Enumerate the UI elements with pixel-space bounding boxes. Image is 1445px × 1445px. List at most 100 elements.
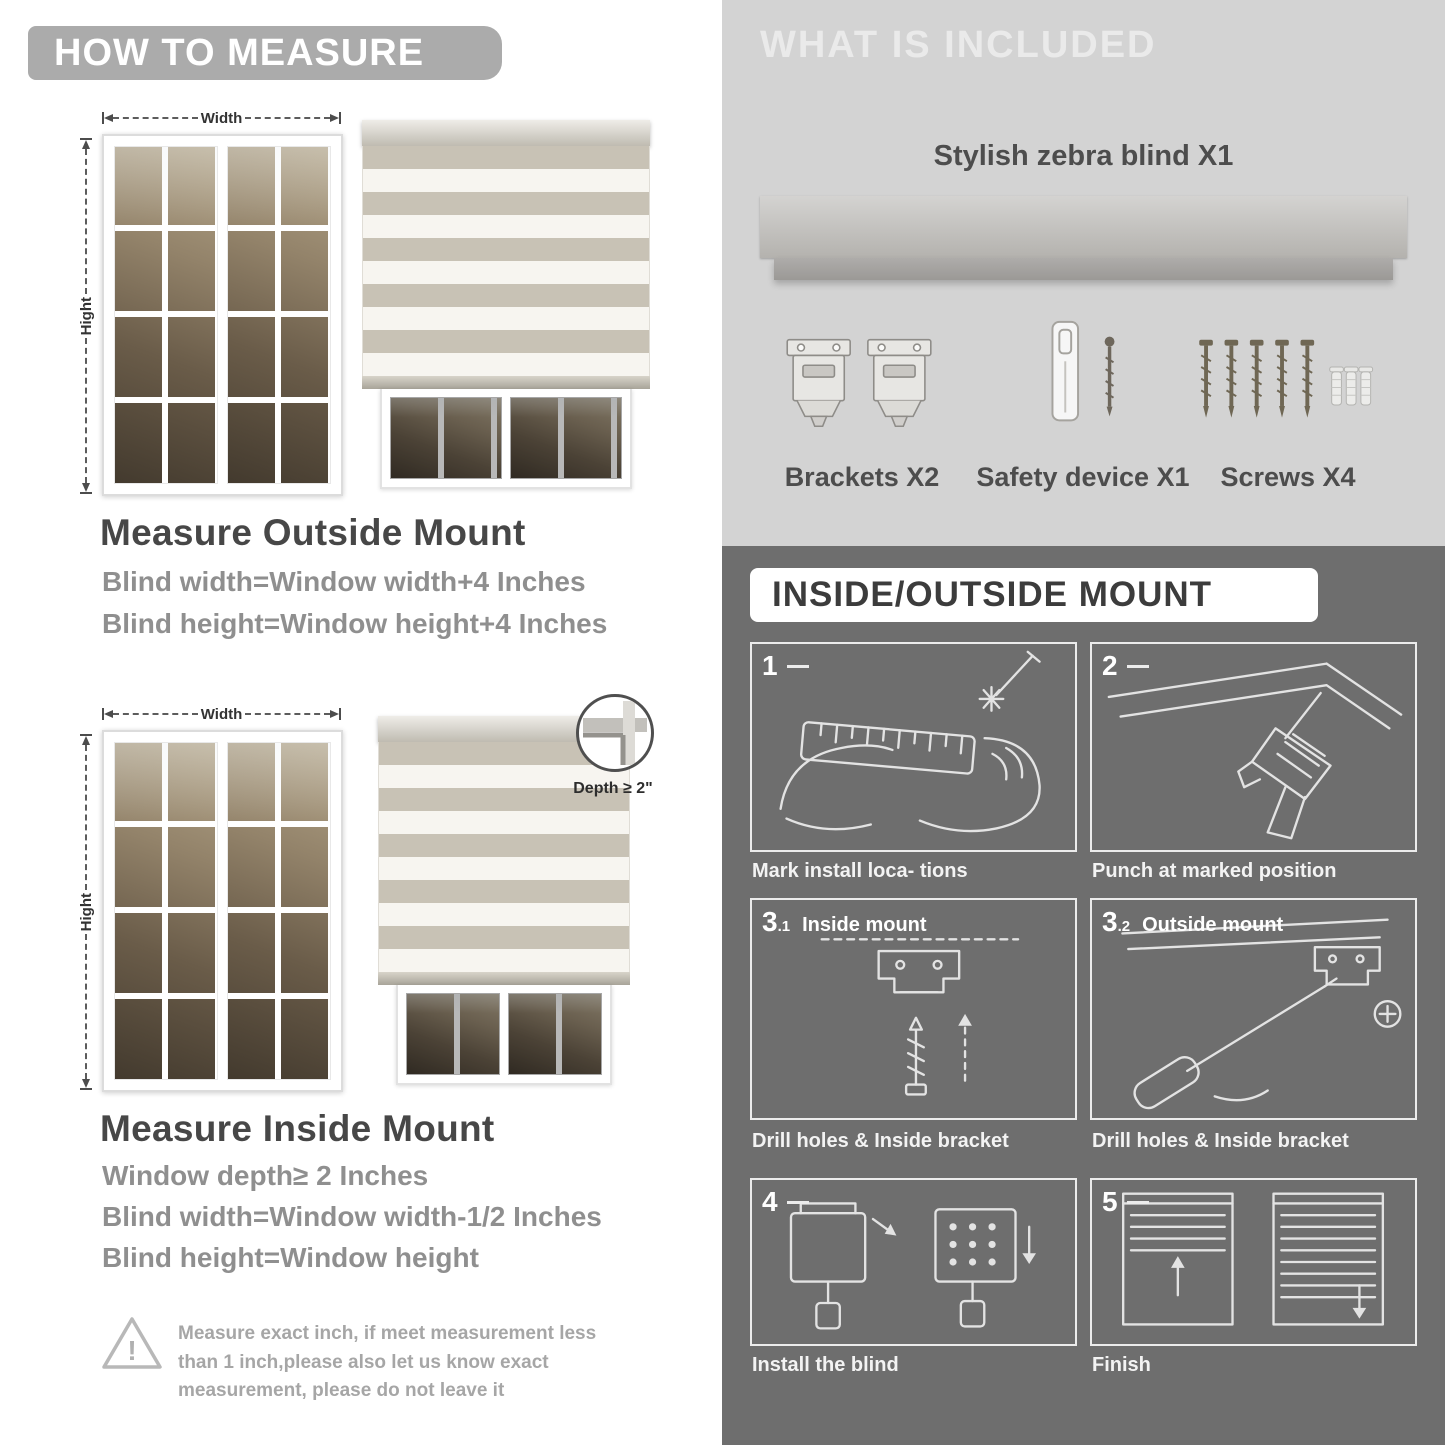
width-label: Width: [200, 109, 243, 127]
arrow-endcap: [339, 112, 342, 124]
arrow-head-left: [104, 710, 113, 718]
height-label: Hight: [77, 296, 95, 336]
product-label: Stylish zebra blind X1: [933, 140, 1234, 172]
step-panel-4: 4: [750, 1178, 1077, 1346]
height-arrow: Hight: [77, 734, 95, 1091]
dashed-line: [245, 713, 331, 715]
step-panel-2: 2: [1090, 642, 1417, 852]
outside-mount-line1: Blind width=Window width+4 Inches: [102, 566, 586, 597]
step-number: 2: [1102, 650, 1118, 681]
window-corner-closeup-icon: [583, 701, 647, 765]
included-item-label-safety: Safety device X1: [976, 462, 1190, 492]
number-dash: [1126, 1200, 1149, 1204]
step-number: 5: [1102, 1186, 1118, 1217]
dashed-line: [113, 117, 198, 119]
blind-bottom-rail: [378, 972, 630, 985]
depth-callout-circle: [576, 694, 654, 772]
height-label: Hight: [77, 892, 95, 932]
outside-mount-line2: Blind height=Window height+4 Inches: [102, 608, 608, 639]
step-number: 3: [762, 906, 778, 937]
step-head: 4: [762, 1186, 809, 1218]
dashed-line: [245, 117, 331, 119]
step-panel-1: 1: [750, 642, 1077, 852]
window-illustration-inside: Width Hight: [78, 700, 343, 1092]
number-dash: [1126, 664, 1149, 668]
how-to-measure-banner: HOW TO MEASURE: [28, 26, 502, 80]
step-number: 3: [1102, 906, 1118, 937]
window-sash: [114, 146, 218, 484]
step-number: 4: [762, 1186, 778, 1217]
included-item-label-brackets: Brackets X2: [784, 462, 940, 492]
warning-triangle-icon: !: [102, 1317, 162, 1369]
arrow-head-down: [82, 1079, 90, 1089]
arrow-head-up: [82, 736, 90, 745]
window-sash: [406, 993, 500, 1075]
included-header: WHAT IS INCLUDED: [760, 24, 1157, 66]
arrow-head-down: [82, 483, 90, 493]
outside-mount-title: Measure Outside Mount: [100, 512, 526, 553]
width-arrow: Width: [102, 706, 342, 723]
install-blind-illustration: [789, 1202, 1037, 1330]
blind-stripes: [362, 146, 650, 376]
blind-bottom-rail: [362, 376, 650, 389]
included-panel: WHAT IS INCLUDED Stylish zebra blind X1: [722, 0, 1445, 546]
dashed-line: [85, 934, 87, 1080]
arrow-endcap: [80, 138, 92, 140]
step-caption-1: Mark install loca- tions: [752, 860, 968, 882]
arrow-head-left: [104, 114, 113, 122]
step-head: 2: [1102, 650, 1149, 682]
height-arrow: Hight: [77, 138, 95, 495]
dashed-line: [113, 713, 198, 715]
number-dash: [786, 1200, 809, 1204]
inside-mount-title: Measure Inside Mount: [100, 1108, 495, 1149]
arrow-head-right: [330, 114, 340, 122]
window-under-blind: [380, 389, 632, 489]
window-frame: [102, 134, 343, 496]
arrow-endcap: [339, 708, 342, 720]
window-frame: [102, 730, 343, 1092]
arrow-endcap: [80, 492, 92, 495]
arrow-head-up: [82, 140, 90, 149]
headrail-lip: [774, 258, 1393, 280]
window-under-blind: [396, 985, 612, 1085]
window-sash: [227, 742, 331, 1080]
window-sash: [390, 397, 502, 479]
step-caption-4: Install the blind: [752, 1354, 899, 1376]
window-sash: [114, 742, 218, 1080]
width-arrow: Width: [102, 109, 342, 127]
step-caption-2: Punch at marked position: [1092, 860, 1337, 882]
step-number-sub: .1: [777, 918, 791, 935]
zebra-blind-inside-illustration: Depth ≥ 2": [378, 694, 654, 1090]
drill-illustration: [1107, 662, 1403, 840]
number-dash: [786, 664, 809, 668]
dashed-line: [85, 338, 87, 484]
step-number: 1: [762, 650, 778, 681]
dashed-line: [85, 745, 87, 890]
arrow-endcap: [102, 112, 104, 124]
arrow-endcap: [80, 1088, 92, 1091]
step-caption-3-2: Drill holes & Inside bracket: [1092, 1130, 1349, 1152]
headrail-image: [760, 196, 1407, 258]
inside-mount-line3: Blind height=Window height: [102, 1242, 479, 1273]
window-sash: [508, 993, 602, 1075]
step-head: 3 .2 Outside mount: [1102, 906, 1283, 938]
step-title: Outside mount: [1142, 914, 1284, 936]
dashed-line: [85, 149, 87, 294]
warning-exclamation: !: [127, 1335, 136, 1366]
finish-illustration: [1122, 1192, 1385, 1326]
step-caption-5: Finish: [1092, 1354, 1151, 1376]
depth-callout-label: Depth ≥ 2": [573, 780, 653, 797]
step-title: Inside mount: [802, 914, 927, 936]
window-sash: [227, 146, 331, 484]
brackets-icon: [786, 338, 932, 428]
inside-mount-line1: Window depth≥ 2 Inches: [102, 1160, 429, 1191]
step-panel-3-2: 3 .2 Outside mount: [1090, 898, 1417, 1120]
blind-headrail: [362, 120, 650, 146]
inside-mount-line2: Blind width=Window width-1/2 Inches: [102, 1201, 602, 1232]
step-number-sub: .2: [1117, 918, 1131, 935]
step-panel-5: 5: [1090, 1178, 1417, 1346]
included-item-label-screws: Screws X4: [1220, 462, 1356, 492]
zebra-blind-outside-illustration: [362, 120, 650, 497]
arrow-endcap: [80, 734, 92, 736]
